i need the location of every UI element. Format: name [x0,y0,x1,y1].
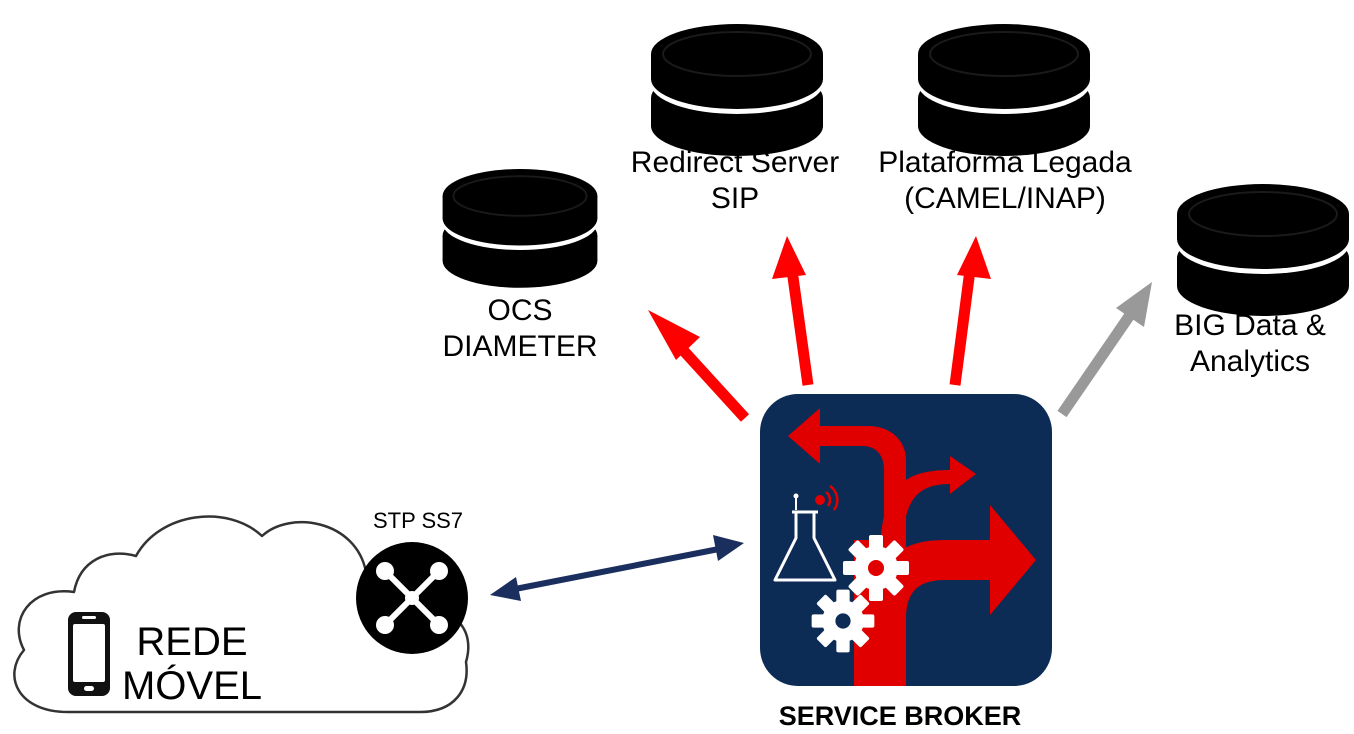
ocs-label: OCS DIAMETER [420,293,620,365]
flask-icon [773,510,837,582]
sip-label-line-2: SIP [710,182,760,215]
smartphone-icon [68,612,110,696]
network-hub-icon [356,542,468,654]
bigdata-label: BIG Data & Analytics [1150,308,1350,380]
database-icon-bigdata [1176,183,1350,317]
gear-icon [811,589,875,653]
cloud-icon [13,515,470,714]
network-label-line-1: REDE [136,620,248,664]
link-stp-broker [509,545,725,593]
arrowhead-link-right [713,535,744,561]
ocs-label-line-1: OCS [487,294,553,327]
arrow-to-bigdata [1057,311,1135,418]
legacy-label-line-2: (CAMEL/INAP) [904,182,1106,215]
stp-label: STP SS7 [372,508,464,533]
arrowhead-link-left [490,577,521,601]
bigdata-label-line-1: BIG Data & [1174,309,1326,342]
arrow-to-sip [786,269,814,386]
network-label: REDE MÓVEL [112,620,272,708]
arrowhead-to-ocs [648,310,700,360]
legacy-label-line-1: Plataforma Legada [878,146,1132,179]
gear-icon [843,535,909,601]
database-icon-sip [650,23,824,157]
arrowhead-to-bigdata [1116,282,1152,327]
service-broker-label: SERVICE BROKER [778,701,1022,731]
service-broker-icon [760,394,1052,686]
arrowhead-to-sip [772,236,806,279]
arrow-to-legacy [949,269,976,386]
sip-label: Redirect Server SIP [600,145,870,217]
legacy-platform-label: Plataforma Legada (CAMEL/INAP) [870,145,1140,217]
network-label-line-2: MÓVEL [121,664,263,708]
sip-label-line-1: Redirect Server [630,146,840,179]
arrowhead-to-legacy [957,236,991,279]
database-icon-ocs [441,168,599,289]
ocs-label-line-2: DIAMETER [442,330,598,363]
bigdata-label-line-2: Analytics [1189,345,1311,378]
database-icon-legacy [917,23,1091,157]
